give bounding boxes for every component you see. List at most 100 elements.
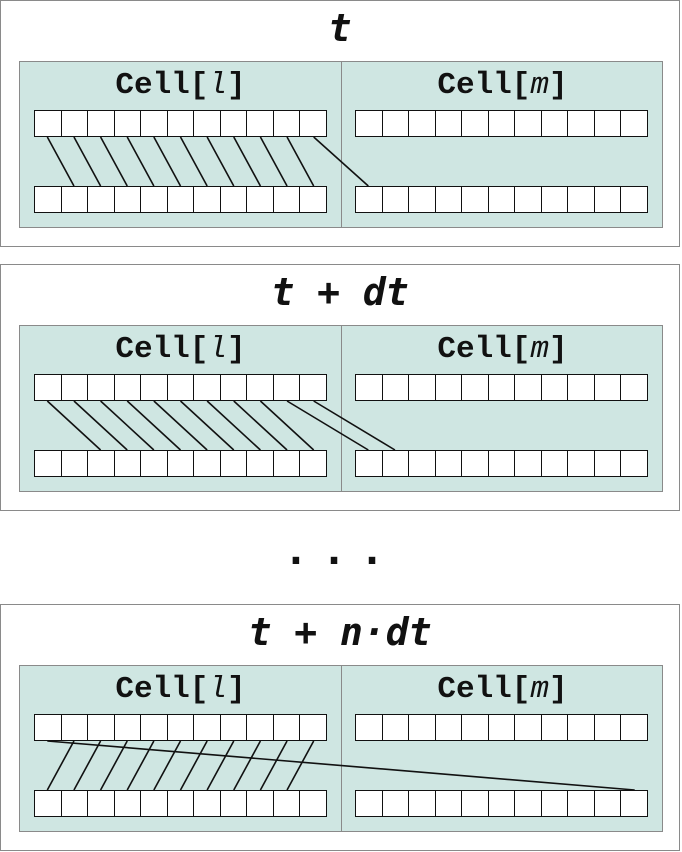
slot [462,187,489,212]
slot [300,111,327,136]
slot [356,111,383,136]
slot [541,791,569,816]
slot [194,791,221,816]
slot-row-m-bottom [355,450,648,477]
slot [382,111,410,136]
slot [114,791,142,816]
slot [356,375,383,400]
slot [594,791,622,816]
slot [435,715,463,740]
slot-row-m-top [355,374,648,401]
slot [621,791,648,816]
slot [356,187,383,212]
slot [594,111,622,136]
slot [356,715,383,740]
panel-title: t + n·dt [248,610,432,654]
slot [409,375,436,400]
slot [114,375,142,400]
cell-label-m: Cell[m] [437,672,568,707]
slot [141,111,168,136]
slot-row-l-bottom [34,450,327,477]
slot [61,791,89,816]
slot-row-m-top [355,110,648,137]
slot-row-l-top [34,110,327,137]
slot [194,111,221,136]
slot [167,451,195,476]
slot [541,451,569,476]
slot [167,791,195,816]
slot-row-m-bottom [355,790,648,817]
slot [273,791,301,816]
slot [409,715,436,740]
slot [167,111,195,136]
slot [300,791,327,816]
slot [409,451,436,476]
slot [515,451,542,476]
slot [462,111,489,136]
slot [541,111,569,136]
slot [462,791,489,816]
slot [167,715,195,740]
slot [488,791,516,816]
cell-label-l: Cell[l] [115,332,246,367]
slot [382,715,410,740]
slot [194,451,221,476]
slot [409,791,436,816]
slot [141,187,168,212]
slot [220,451,248,476]
panel-title: t + dt [271,270,409,314]
slot [409,187,436,212]
slot [488,187,516,212]
slot [35,451,62,476]
slot [515,375,542,400]
cell-label-m: Cell[m] [437,68,568,103]
slot [568,187,595,212]
slot [141,375,168,400]
slot [594,451,622,476]
slot [488,451,516,476]
slot [88,715,115,740]
slot [247,715,274,740]
slot [35,111,62,136]
slot [88,375,115,400]
slot [515,111,542,136]
slot [141,791,168,816]
slot [568,715,595,740]
slot [435,451,463,476]
cell-label-m: Cell[m] [437,332,568,367]
slot [88,187,115,212]
slot [220,715,248,740]
slot [247,375,274,400]
slot [114,451,142,476]
slot [488,375,516,400]
slot [35,715,62,740]
slot [194,375,221,400]
slot [273,111,301,136]
slot [462,375,489,400]
slot [382,187,410,212]
slot [300,451,327,476]
slot [273,187,301,212]
slot [541,375,569,400]
slot-row-m-bottom [355,186,648,213]
slot [167,375,195,400]
slot [300,375,327,400]
slot-row-l-top [34,374,327,401]
slot [568,111,595,136]
slot [300,187,327,212]
slot [594,187,622,212]
slot [488,111,516,136]
slot [356,451,383,476]
slot [462,451,489,476]
slot [515,187,542,212]
slot [220,187,248,212]
slot [141,451,168,476]
slot [594,715,622,740]
slot [515,791,542,816]
slot [61,187,89,212]
slot [114,111,142,136]
slot [409,111,436,136]
slot [35,375,62,400]
slot [515,715,542,740]
slot [61,375,89,400]
